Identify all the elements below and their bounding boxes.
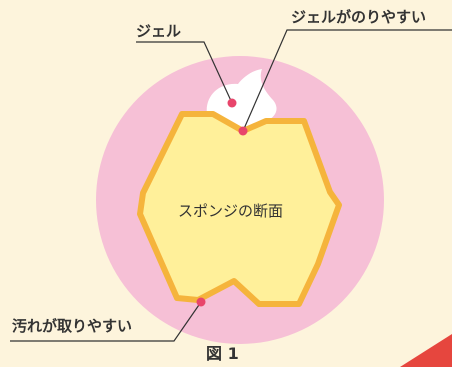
- corner-accent: [400, 334, 452, 367]
- gel-blob: [206, 69, 277, 131]
- figure-caption: 図 1: [206, 344, 239, 363]
- label-dirt-removal: 汚れが取りやすい: [12, 317, 133, 335]
- marker-gel: [227, 98, 237, 108]
- label-gel-sticks: ジェルがのりやすい: [291, 8, 427, 26]
- leader-line-gel: [136, 41, 233, 104]
- leader-line-gel-sticks: [242, 29, 452, 132]
- marker-gel-sticks: [238, 126, 248, 136]
- label-sponge-cross-section: スポンジの断面: [178, 202, 284, 220]
- leader-line-dirt: [10, 301, 202, 342]
- marker-dirt: [196, 297, 206, 307]
- label-gel: ジェル: [136, 22, 182, 40]
- sponge-cross-section: [137, 111, 342, 307]
